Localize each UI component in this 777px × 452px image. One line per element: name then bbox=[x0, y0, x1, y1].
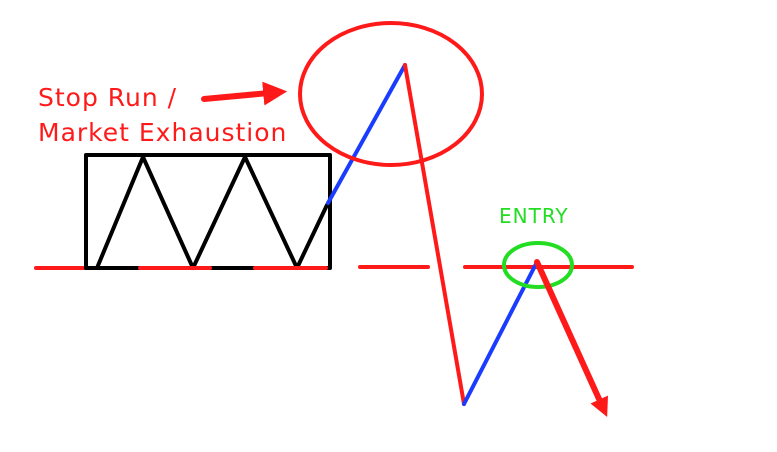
range-box-frame bbox=[84, 153, 332, 270]
stop-run-label-line2: Market Exhaustion bbox=[38, 118, 287, 147]
range-box bbox=[84, 153, 332, 270]
breakdown-move bbox=[403, 63, 466, 406]
retest-up-move bbox=[462, 260, 539, 406]
stop-run-up-move bbox=[326, 63, 407, 205]
trade-direction-arrow bbox=[534, 259, 608, 417]
entry-label: ENTRY bbox=[499, 204, 569, 228]
range-zigzag bbox=[95, 155, 329, 270]
stop-run-label-line1: Stop Run / bbox=[38, 83, 177, 112]
stop-run-pointer-arrow bbox=[201, 81, 288, 106]
stop-run-circle bbox=[298, 21, 484, 167]
entry-circle bbox=[502, 241, 574, 289]
